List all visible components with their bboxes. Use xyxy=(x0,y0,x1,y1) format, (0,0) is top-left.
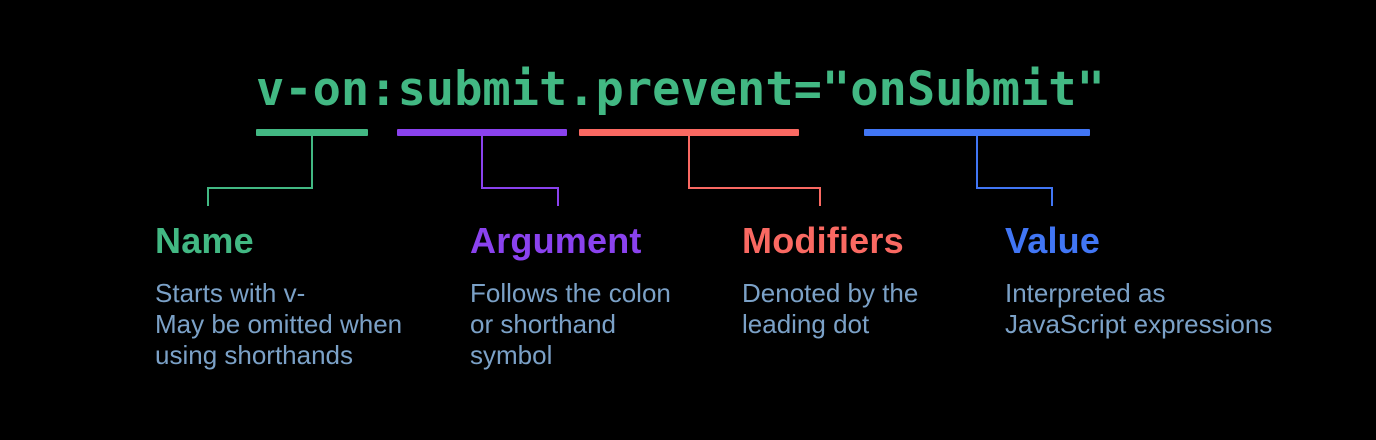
part-name: Name Starts with v- May be omitted when … xyxy=(155,221,402,371)
name-connector-line xyxy=(207,136,313,206)
part-value: Value Interpreted as JavaScript expressi… xyxy=(1005,221,1272,340)
modifiers-connector-line xyxy=(688,136,821,206)
modifiers-underline-bar xyxy=(579,129,799,136)
part-argument: Argument Follows the colon or shorthand … xyxy=(470,221,671,371)
modifiers-description: Denoted by the leading dot xyxy=(742,278,919,339)
name-underline-bar xyxy=(256,129,368,136)
argument-label: Argument xyxy=(470,220,642,261)
argument-underline-bar xyxy=(397,129,567,136)
code-snippet: v-on:submit.prevent="onSubmit" xyxy=(256,62,1105,117)
name-label: Name xyxy=(155,220,254,261)
name-description: Starts with v- May be omitted when using… xyxy=(155,278,403,370)
part-modifiers: Modifiers Denoted by the leading dot xyxy=(742,221,918,340)
value-label: Value xyxy=(1005,220,1101,261)
value-description: Interpreted as JavaScript expressions xyxy=(1005,278,1273,339)
argument-connector-line xyxy=(481,136,559,206)
modifiers-label: Modifiers xyxy=(742,220,904,261)
value-connector-line xyxy=(976,136,1053,206)
argument-description: Follows the colon or shorthand symbol xyxy=(470,278,671,370)
value-underline-bar xyxy=(864,129,1090,136)
